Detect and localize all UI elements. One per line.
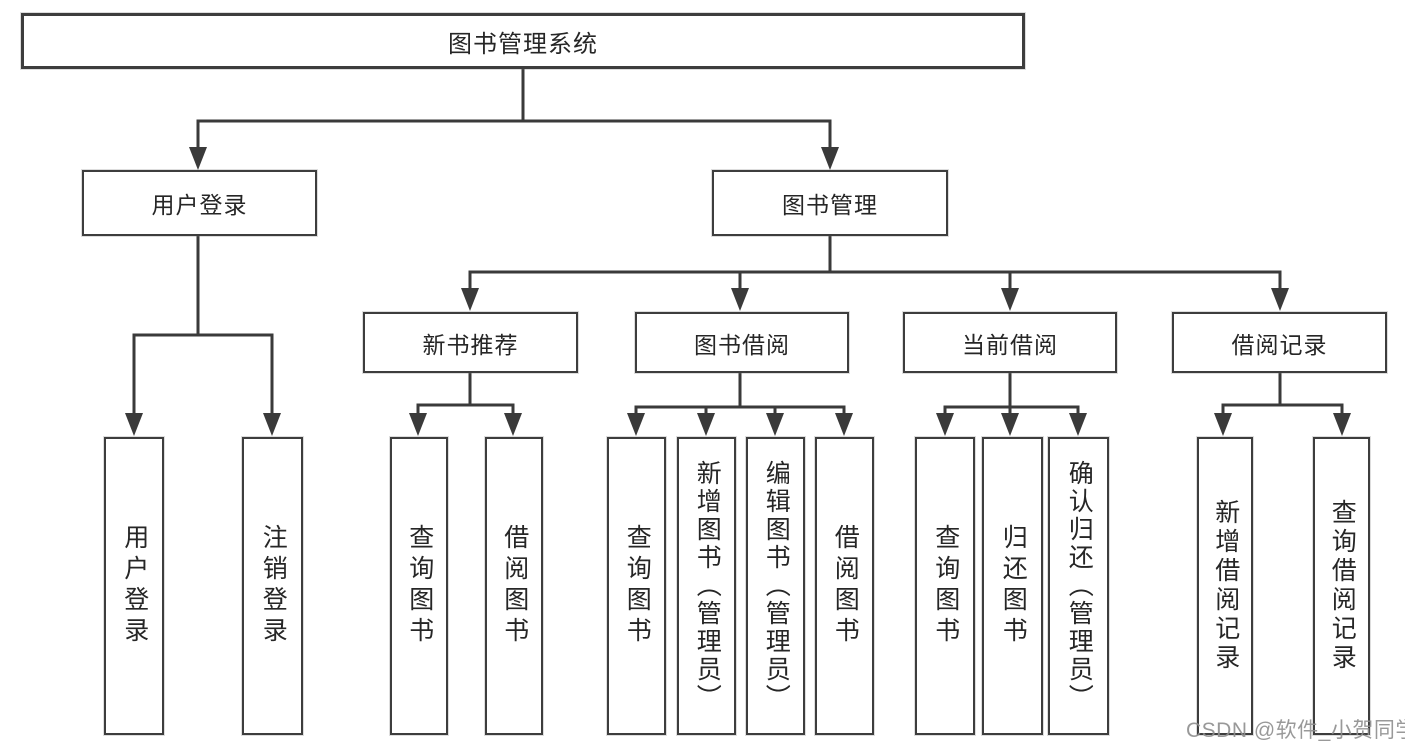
- leaf-add-books-admin: 新增图书（管理员）: [677, 437, 736, 735]
- leaf-borrow-books: 借阅图书: [815, 437, 874, 735]
- leaf-borrow-books-recommend: 借阅图书: [485, 437, 543, 735]
- leaf-return-books: 归还图书: [982, 437, 1043, 735]
- node-new-book-recommend: 新书推荐: [363, 312, 578, 373]
- leaf-query-books-borrow: 查询图书: [607, 437, 666, 735]
- leaf-user-login: 用户登录: [104, 437, 164, 735]
- node-book-management: 图书管理: [712, 170, 948, 236]
- node-root-library-management-system: 图书管理系统: [21, 13, 1025, 69]
- leaf-query-books-current: 查询图书: [915, 437, 975, 735]
- node-current-borrow: 当前借阅: [903, 312, 1117, 373]
- leaf-logout: 注销登录: [242, 437, 303, 735]
- leaf-query-books-recommend: 查询图书: [390, 437, 448, 735]
- node-user-login-group: 用户登录: [82, 170, 317, 236]
- node-borrow-records: 借阅记录: [1172, 312, 1387, 373]
- leaf-confirm-return-admin: 确认归还（管理员）: [1048, 437, 1109, 735]
- leaf-edit-books-admin: 编辑图书（管理员）: [746, 437, 805, 735]
- leaf-query-borrow-record: 查询借阅记录: [1313, 437, 1370, 735]
- node-book-borrow: 图书借阅: [635, 312, 849, 373]
- leaf-add-borrow-record: 新增借阅记录: [1197, 437, 1253, 735]
- csdn-watermark: CSDN @软件_小贺同学: [1186, 719, 1405, 742]
